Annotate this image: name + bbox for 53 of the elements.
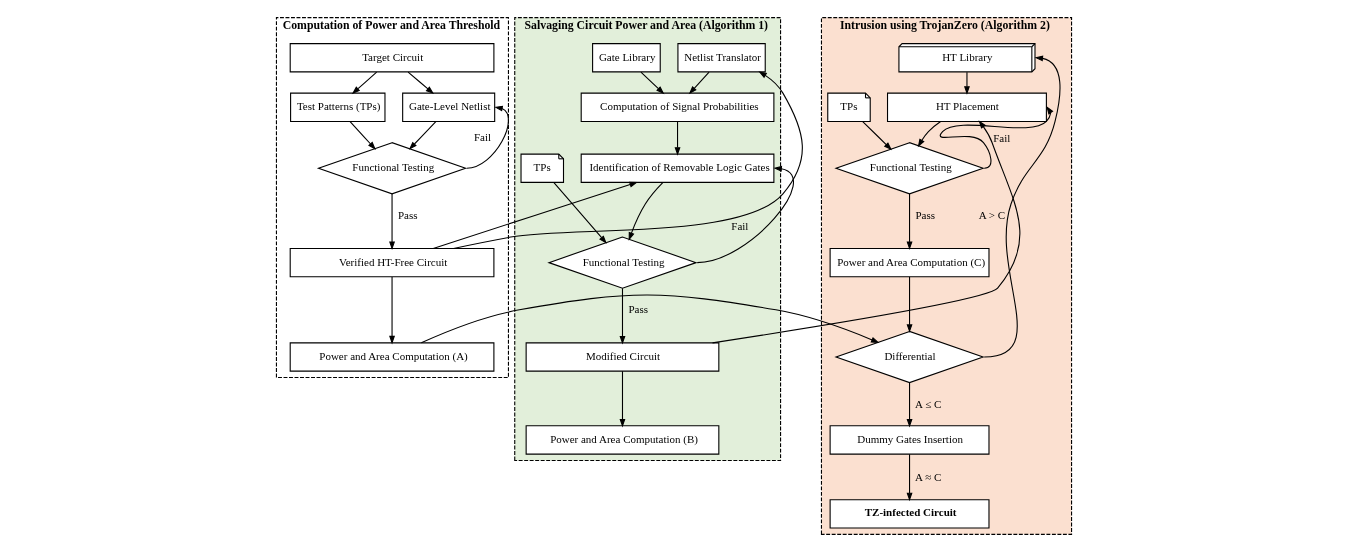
node-box: Modified Circuit	[525, 342, 720, 372]
edge-label: Fail	[731, 219, 749, 232]
arrow	[712, 120, 1021, 344]
node-box: Test Patterns (TPs)	[290, 92, 386, 122]
edge-label: Pass	[628, 303, 648, 316]
arrow	[453, 71, 803, 249]
edge-label: Pass	[397, 208, 418, 221]
arrow	[964, 71, 970, 95]
arrow	[688, 71, 710, 95]
arrow	[349, 121, 376, 150]
arrow	[389, 193, 396, 251]
node-box: Power and Area Computation (A)	[289, 342, 495, 372]
edge-label: Pass	[915, 208, 936, 221]
node-box: Netlist Translator	[677, 43, 766, 73]
edge-label: Fail	[473, 131, 492, 144]
arrow	[351, 71, 378, 95]
arrow	[906, 193, 913, 251]
arrow	[432, 181, 638, 249]
arrow	[389, 276, 396, 345]
arrow	[674, 121, 681, 156]
node-diamond: Differential	[834, 330, 985, 384]
node-box: Power and Area Computation (B)	[525, 425, 720, 455]
arrow	[939, 105, 1054, 169]
arrow	[906, 382, 913, 428]
arrow	[553, 182, 607, 244]
node-box: Dummy Gates Insertion	[829, 425, 990, 455]
arrow	[906, 453, 913, 502]
node-box: Gate Library	[592, 43, 661, 73]
node-box: HT Placement	[887, 92, 1047, 122]
arrow	[466, 105, 510, 169]
node-box: Verified HT-Free Circuit	[289, 247, 495, 278]
edge-label: Fail	[993, 132, 1011, 145]
node-box: Identification of Removable Logic Gates	[580, 153, 775, 183]
node-box: Target Circuit	[289, 43, 495, 73]
arrow	[407, 71, 435, 95]
edge-label: A ≤ C	[915, 397, 942, 410]
node-box: Power and Area Computation (C)	[829, 247, 990, 278]
edge-label: A ≈ C	[915, 471, 942, 484]
arrow	[906, 276, 913, 333]
arrow	[917, 121, 942, 148]
arrow	[408, 121, 437, 150]
node-box: Gate-Level Netlist	[402, 92, 496, 122]
arrow	[619, 287, 626, 345]
edge-label: A > C	[978, 208, 1006, 221]
node-box: TZ-infected Circuit	[829, 499, 990, 529]
arrow	[628, 182, 664, 241]
arrow	[983, 55, 1061, 358]
arrow	[640, 71, 665, 95]
arrow	[696, 165, 794, 264]
arrow	[862, 121, 892, 151]
arrow	[619, 370, 626, 428]
node-box: Computation of Signal Probabilities	[580, 92, 775, 122]
arrow	[420, 294, 880, 344]
